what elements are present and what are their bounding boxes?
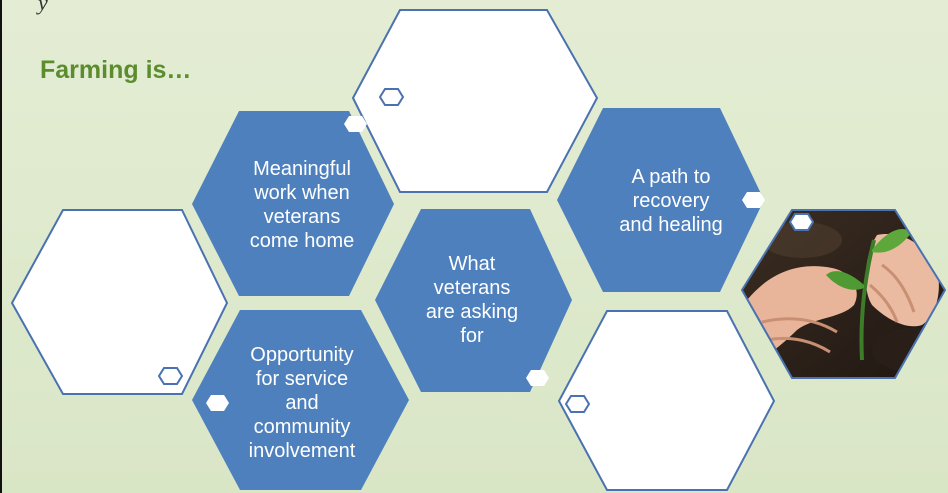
hex-opportunity (192, 310, 409, 490)
hex-empty-left (10, 209, 229, 395)
hex-label-line: community (254, 416, 351, 438)
hex-path-recovery (557, 108, 765, 292)
hex-label-line: and healing (619, 214, 722, 236)
hex-label-line: veterans (434, 277, 511, 299)
hex-label-line: for (460, 325, 484, 347)
slide-heading: Farming is… (40, 56, 192, 84)
hex-label-line: work when (253, 182, 350, 204)
hex-connector-dot (206, 395, 229, 411)
hex-connector-dot (157, 367, 184, 385)
hex-connector-dot (526, 370, 549, 386)
top-text-fragment: y (38, 0, 48, 15)
hex-label-line: come home (250, 230, 355, 252)
hex-label-line: Opportunity (250, 344, 353, 366)
hex-label-line: veterans (264, 206, 341, 228)
hex-label-line: What (449, 253, 496, 275)
hex-label-line: are asking (426, 301, 518, 323)
hex-connector-dot (344, 116, 367, 132)
hex-empty-bottom-right (557, 310, 776, 491)
hex-label-line: recovery (633, 190, 710, 212)
hex-label-line: involvement (249, 440, 356, 462)
hex-what-veterans (375, 209, 572, 392)
hex-empty-top (351, 9, 599, 193)
hex-label-line: for service (256, 368, 348, 390)
hex-label-line: Meaningful (253, 158, 351, 180)
hex-connector-dot (378, 88, 405, 106)
hex-connector-dot (564, 395, 591, 413)
hex-label-line: and (285, 392, 318, 414)
hex-label-line: A path to (632, 166, 711, 188)
hex-connector-dot (742, 192, 765, 208)
hex-photo (740, 209, 947, 379)
hex-connector-dot (788, 213, 815, 231)
seedling-photo (742, 210, 945, 378)
hex-meaningful-work (192, 111, 394, 296)
